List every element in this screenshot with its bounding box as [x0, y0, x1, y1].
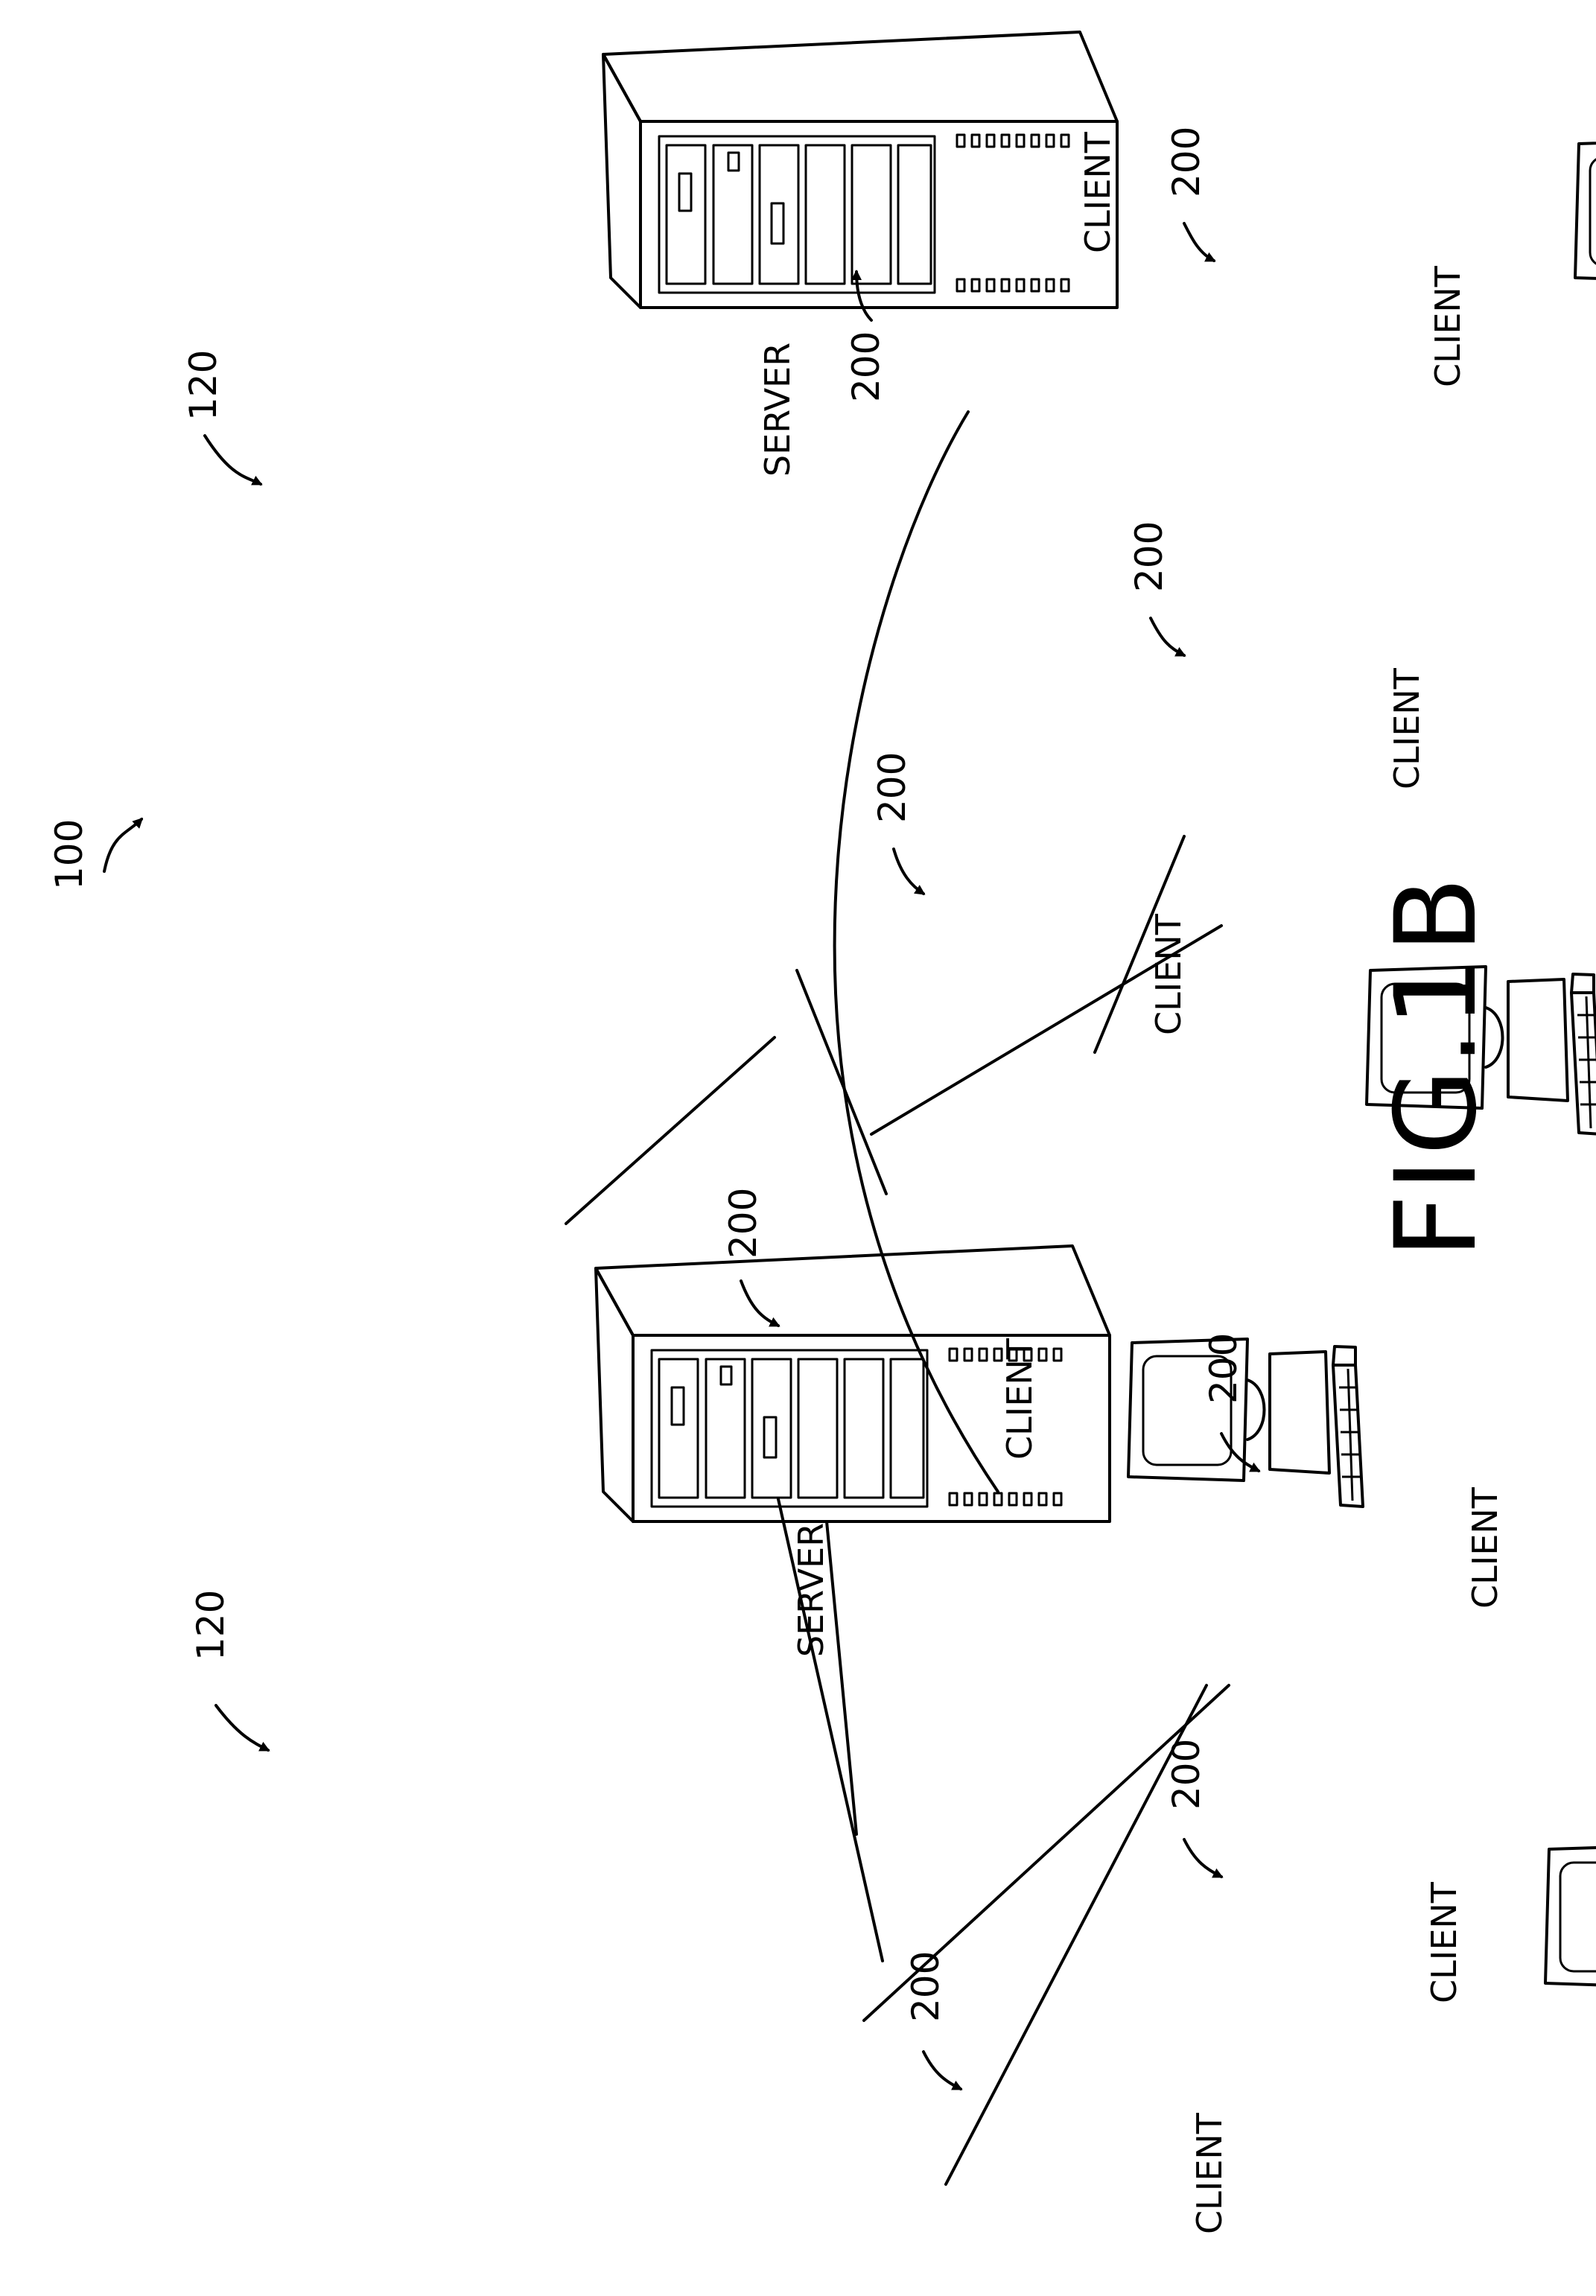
client-5 [1127, 1338, 1364, 1508]
client-2-ref: 200 [1165, 127, 1208, 197]
server-2 [602, 31, 1119, 309]
client-6-ref: 200 [1202, 1333, 1245, 1404]
server-2-label: SERVER [791, 1523, 831, 1657]
labels: FIG.1B 100 120 SERVER 120 SERVER CLIENT … [48, 127, 1505, 2234]
client-8-label: CLIENT [1189, 2112, 1230, 2234]
client-1-label: CLIENT [1078, 131, 1118, 253]
leaders [103, 222, 1261, 2090]
client-8-ref: 200 [904, 1951, 947, 2022]
client-6-label: CLIENT [1465, 1486, 1505, 1609]
client-7-ref: 200 [1165, 1739, 1208, 1810]
client-3-ref: 200 [1128, 521, 1171, 592]
client-7 [1544, 1844, 1596, 2014]
client-2-label: CLIENT [1428, 265, 1468, 387]
client-4-label: CLIENT [1148, 913, 1189, 1035]
server-2-ref: 120 [189, 1590, 232, 1661]
client-5-ref: 200 [722, 1188, 765, 1259]
figure-title: FIG.1B [1372, 874, 1501, 1259]
server-1-ref: 120 [182, 350, 225, 421]
client-1 [1574, 139, 1596, 309]
server-1-label: SERVER [757, 343, 798, 477]
connections [565, 410, 1230, 2186]
client-5-label: CLIENT [999, 1338, 1040, 1460]
client-4-ref: 200 [871, 752, 914, 823]
system-ref: 100 [48, 819, 91, 890]
client-7-label: CLIENT [1424, 1881, 1464, 2003]
client-1-ref: 200 [845, 331, 888, 402]
client-3-label: CLIENT [1387, 667, 1427, 789]
